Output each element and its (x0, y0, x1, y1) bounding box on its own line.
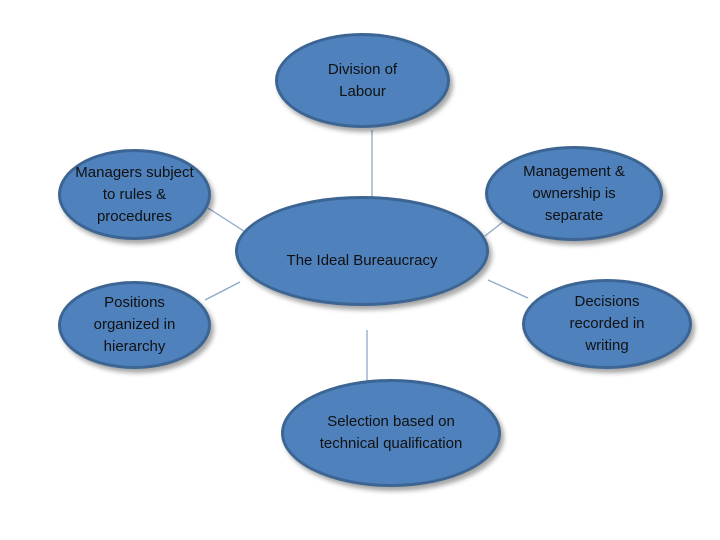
node-ideal-bureaucracy-label: The Ideal Bureaucracy (286, 252, 438, 269)
node-ideal-bureaucracy: The Ideal Bureaucracy (235, 196, 489, 306)
node-managers-rules-label: Managers subject to rules & procedures (75, 163, 194, 225)
node-selection-qualification-label: Selection based on technical qualificati… (319, 413, 463, 452)
node-positions-hierarchy-label: Positions organized in hierarchy (93, 294, 176, 355)
node-decisions-writing: Decisions recorded in writing (522, 279, 692, 369)
node-division-of-labour: Division of Labour (275, 33, 450, 128)
connector-mid-left (204, 281, 241, 301)
node-management-ownership-label: Management & ownership is separate (523, 162, 625, 224)
connector-mid-right (487, 279, 529, 299)
node-management-ownership: Management & ownership is separate (485, 146, 663, 241)
node-positions-hierarchy: Positions organized in hierarchy (58, 281, 211, 369)
node-decisions-writing-label: Decisions recorded in writing (569, 293, 645, 354)
node-selection-qualification: Selection based on technical qualificati… (281, 379, 501, 487)
node-managers-rules: Managers subject to rules & procedures (58, 149, 211, 240)
node-division-of-labour-label: Division of Labour (327, 60, 398, 100)
